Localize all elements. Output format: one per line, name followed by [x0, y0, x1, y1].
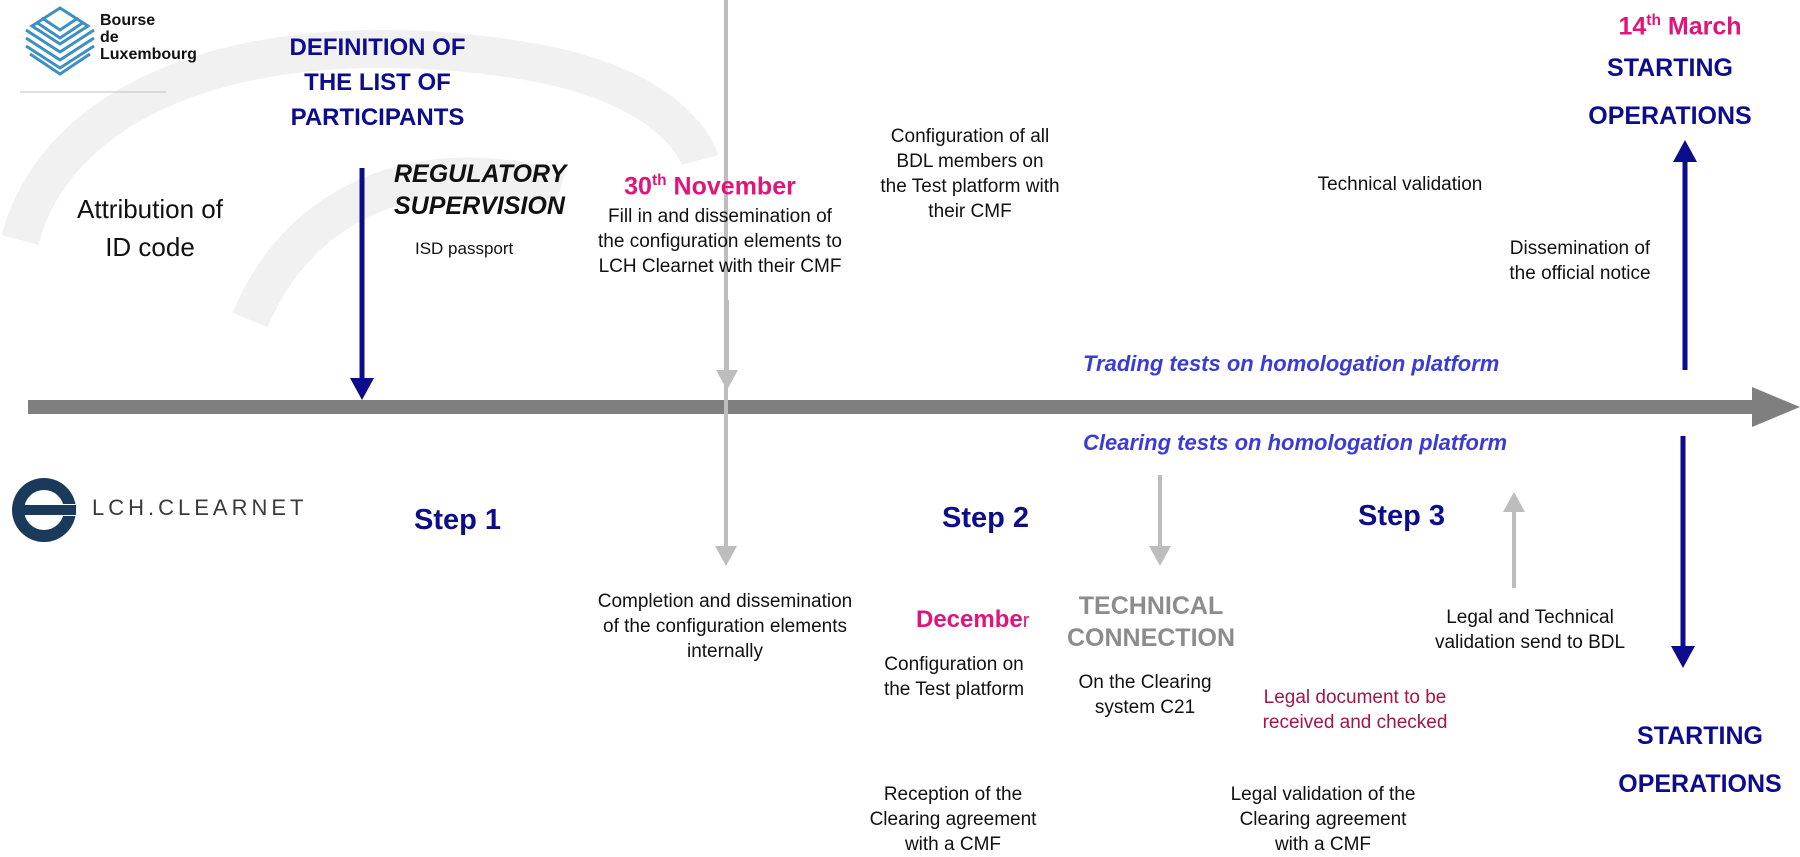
- fill-line: Fill in and dissemination of: [608, 206, 832, 227]
- legal-doc-line: received and checked: [1262, 712, 1448, 733]
- starting-operations-top: STARTING OPERATIONS: [1580, 44, 1760, 140]
- legal-val-line: Legal validation of the: [1230, 784, 1416, 805]
- definition-line: THE LIST OF: [304, 69, 451, 96]
- legal-tech-up-arrow: [1503, 492, 1525, 588]
- bdl-logo-icon: [25, 6, 95, 76]
- config-all-members-text: Configuration of all BDL members on the …: [850, 124, 1090, 224]
- starting-down-arrow: [1671, 436, 1695, 668]
- fill-line: the configuration elements to: [598, 231, 842, 252]
- technical-validation-text: Technical validation: [1317, 174, 1483, 195]
- march-sup: th: [1646, 12, 1661, 29]
- march-up-arrow: [1673, 140, 1697, 370]
- definition-line: DEFINITION OF: [289, 34, 466, 61]
- lch-logo-icon: [12, 478, 84, 542]
- legal-document-text: Legal document to be received and checke…: [1230, 685, 1480, 735]
- dissemination-line: Dissemination of: [1509, 238, 1651, 259]
- technical-connection-label: TECHNICAL CONNECTION: [1056, 590, 1246, 654]
- tech-connection-down-arrow: [1149, 475, 1171, 566]
- regulatory-line: REGULATORY: [394, 160, 567, 188]
- bdl-logo-line: Luxembourg: [100, 46, 197, 63]
- legal-technical-validation-text: Legal and Technical validation send to B…: [1410, 605, 1650, 655]
- config-test-platform-text: Configuration on the Test platform: [862, 652, 1046, 702]
- clearing-sys-line: On the Clearing: [1078, 672, 1212, 693]
- trading-tests-label: Trading tests on homologation platform: [1083, 351, 1500, 376]
- reception-line: Clearing agreement: [869, 809, 1037, 830]
- reception-line: with a CMF: [904, 834, 1002, 855]
- completion-line: of the configuration elements: [603, 616, 847, 637]
- march-month: March: [1660, 12, 1742, 41]
- definition-down-arrow: [350, 168, 374, 400]
- regulatory-supervision-label: REGULATORY SUPERVISION: [394, 158, 566, 222]
- config-all-line: Configuration of all: [890, 126, 1050, 147]
- starting-line: OPERATIONS: [1588, 102, 1752, 130]
- legal-tech-line: validation send to BDL: [1434, 632, 1626, 653]
- march-date: 14th March: [1580, 12, 1780, 41]
- attribution-line: Attribution of: [77, 194, 223, 224]
- starting-line: STARTING: [1637, 722, 1763, 750]
- reception-line: Reception of the: [883, 784, 1023, 805]
- tech-conn-line: CONNECTION: [1066, 624, 1236, 652]
- nov-sup: th: [651, 172, 667, 189]
- clearing-sys-line: system C21: [1094, 697, 1196, 718]
- lch-logo-text: LCH.CLEARNET: [92, 495, 308, 520]
- bdl-logo-line: de: [100, 29, 119, 46]
- config-all-line: their CMF: [928, 201, 1012, 222]
- bdl-logo-line: Bourse: [100, 12, 156, 29]
- completion-dissemination-text: Completion and dissemination of the conf…: [565, 589, 885, 664]
- clearing-system-text: On the Clearing system C21: [1050, 670, 1240, 720]
- config-test-line: the Test platform: [883, 679, 1025, 700]
- definition-participants-label: DEFINITION OF THE LIST OF PARTICIPANTS: [265, 30, 490, 135]
- bdl-logo-text: Bourse de Luxembourg: [100, 12, 197, 63]
- starting-line: OPERATIONS: [1618, 770, 1782, 798]
- december-tail: r: [1022, 610, 1030, 632]
- legal-validation-agreement-text: Legal validation of the Clearing agreeme…: [1203, 782, 1443, 857]
- legal-val-line: with a CMF: [1274, 834, 1372, 855]
- isd-passport-label: ISD passport: [415, 239, 514, 258]
- config-all-line: the Test platform with: [880, 176, 1060, 197]
- fill-line: LCH Clearnet with their CMF: [598, 256, 842, 277]
- regulatory-line: SUPERVISION: [394, 192, 565, 220]
- legal-doc-line: Legal document to be: [1263, 687, 1447, 708]
- tech-conn-line: TECHNICAL: [1078, 592, 1224, 620]
- completion-line: Completion and dissemination: [597, 591, 853, 612]
- legal-tech-line: Legal and Technical: [1446, 607, 1614, 628]
- config-all-line: BDL members on: [896, 151, 1044, 172]
- nov-day: 30: [624, 172, 652, 201]
- clearing-tests-label: Clearing tests on homologation platform: [1083, 430, 1508, 455]
- nov-month: November: [666, 172, 796, 201]
- watermark-arcs: [1, 29, 719, 328]
- starting-operations-bottom: STARTING OPERATIONS: [1610, 712, 1790, 808]
- december-main: Decembe: [916, 606, 1023, 633]
- attribution-line: ID code: [105, 232, 195, 262]
- step-3-label: Step 3: [1358, 500, 1446, 532]
- legal-val-line: Clearing agreement: [1239, 809, 1407, 830]
- completion-down-arrow: [715, 0, 737, 566]
- attribution-id-label: Attribution of ID code: [50, 190, 250, 266]
- step-2-label: Step 2: [942, 502, 1030, 534]
- dissemination-line: the official notice: [1509, 263, 1651, 284]
- fill-in-dissemination-text: Fill in and dissemination of the configu…: [565, 204, 875, 279]
- timeline-arrow: [28, 387, 1800, 427]
- starting-line: STARTING: [1607, 54, 1733, 82]
- december-label: December: [916, 606, 1029, 634]
- definition-line: PARTICIPANTS: [290, 104, 465, 131]
- dissemination-notice-text: Dissemination of the official notice: [1470, 236, 1690, 286]
- reception-agreement-text: Reception of the Clearing agreement with…: [843, 782, 1063, 857]
- step-1-label: Step 1: [414, 504, 502, 536]
- completion-line: internally: [686, 641, 764, 662]
- november-date: 30th November: [560, 172, 860, 201]
- config-test-line: Configuration on: [884, 654, 1024, 675]
- march-day: 14: [1618, 12, 1647, 41]
